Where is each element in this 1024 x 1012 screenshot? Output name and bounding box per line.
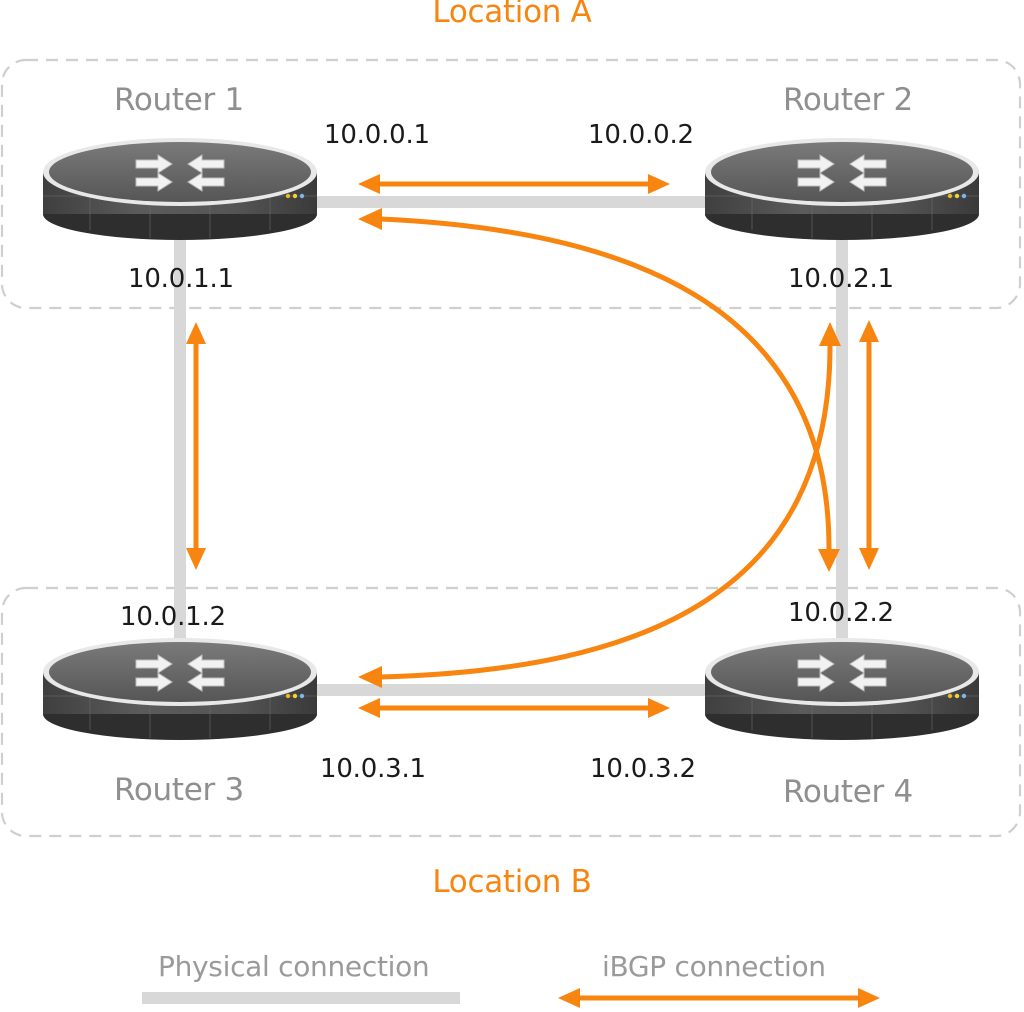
location-b-title: Location B xyxy=(432,864,592,900)
legend-physical-label: Physical connection xyxy=(158,950,430,983)
location-a-region xyxy=(0,58,1022,310)
router-icon-1[interactable] xyxy=(42,137,318,241)
router-4-label: Router 4 xyxy=(783,774,913,810)
physical-links xyxy=(174,196,848,696)
ip-r4-r2: 10.0.2.2 xyxy=(788,598,894,628)
ip-r2-r1: 10.0.0.2 xyxy=(588,120,694,150)
double-arrow-icon xyxy=(558,988,580,1008)
ip-r1-r3: 10.0.1.1 xyxy=(128,264,234,294)
router-3-label: Router 3 xyxy=(114,772,244,808)
router-1-label: Router 1 xyxy=(114,82,244,118)
router-icon-4[interactable] xyxy=(704,637,980,741)
double-arrow-icon-heads xyxy=(186,174,879,718)
ip-r4-r3: 10.0.3.2 xyxy=(590,754,696,784)
router-icon-3[interactable] xyxy=(42,637,318,741)
ip-r3-r4: 10.0.3.1 xyxy=(320,754,426,784)
legend-arrow-right xyxy=(858,988,880,1008)
legend-ibgp-label: iBGP connection xyxy=(602,950,826,983)
router-2-label: Router 2 xyxy=(783,82,913,118)
location-a-title: Location A xyxy=(432,0,592,30)
location-b-region xyxy=(0,586,1022,838)
ip-r3-r1: 10.0.1.2 xyxy=(120,602,226,632)
ibgp-link-r1-r4 xyxy=(379,216,832,551)
ip-r1-r2: 10.0.0.1 xyxy=(324,120,430,150)
router-icon-2[interactable] xyxy=(704,137,980,241)
ibgp-link-r3-r2 xyxy=(379,345,833,680)
ip-r2-r4: 10.0.2.1 xyxy=(788,264,894,294)
